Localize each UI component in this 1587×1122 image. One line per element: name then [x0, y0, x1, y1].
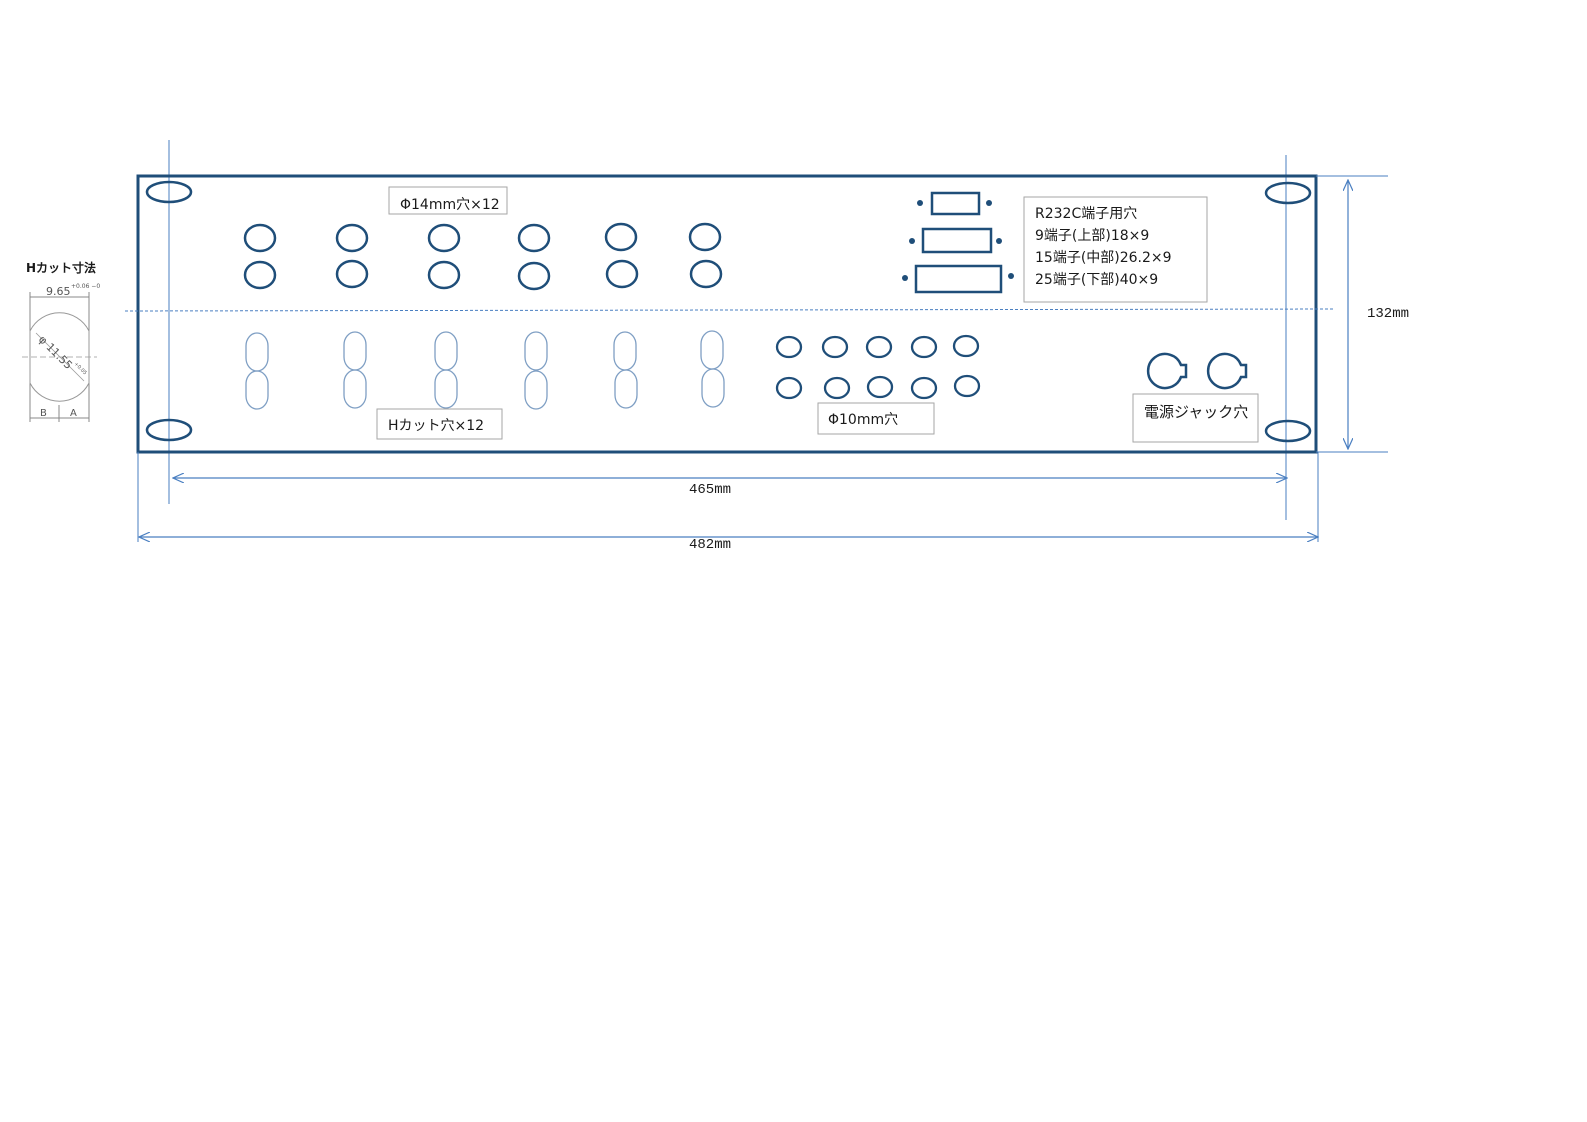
label-hcut: Hカット穴×12 — [376, 408, 503, 440]
phi14-hole — [243, 260, 277, 290]
phi14-hole — [517, 261, 551, 291]
phi14-hole — [427, 260, 461, 290]
label-rs232-line1: R232C端子用穴 — [1035, 206, 1137, 222]
height-dim-text: 132mm — [1367, 306, 1409, 322]
inset-width-dim: 9.65 — [46, 285, 71, 298]
label-hcut-box — [376, 408, 503, 440]
mount-slot-bottom-left — [145, 418, 193, 442]
hcut-hole — [434, 369, 458, 409]
label-rs232-box — [1023, 196, 1208, 303]
inset-diameter-dim: φ 11.55 — [36, 333, 75, 372]
db15-screw-hole — [996, 238, 1002, 244]
rs232-cutouts — [902, 191, 1014, 294]
phi10-hole — [821, 335, 849, 359]
phi14-hole — [517, 223, 551, 253]
label-phi10-text: Φ10mm穴 — [828, 412, 898, 428]
hcut-hole — [434, 331, 458, 371]
hcut-hole-group — [245, 330, 725, 410]
phi14-hole-group — [243, 222, 723, 291]
label-rs232-line3: 15端子(中部)26.2×9 — [1035, 250, 1172, 266]
outer-width-dimension: 482mm — [137, 452, 1318, 553]
db25-cutout — [914, 264, 1003, 294]
mount-slot-top-right — [1264, 181, 1312, 205]
label-hcut-text: Hカット穴×12 — [388, 418, 484, 434]
db25-screw-hole — [1008, 273, 1014, 279]
phi10-hole-group — [775, 334, 981, 400]
db9-screw-hole — [917, 200, 923, 206]
hcut-hole — [343, 331, 367, 371]
phi10-hole — [866, 375, 894, 399]
hcut-hole — [614, 369, 638, 409]
inset-label-b: B — [40, 408, 47, 419]
height-dimension: 132mm — [1316, 175, 1409, 453]
phi10-hole — [952, 334, 980, 358]
label-phi10: Φ10mm穴 — [817, 402, 935, 435]
hcut-hole — [701, 368, 725, 408]
label-phi10-box — [817, 402, 935, 435]
hcut-hole — [524, 331, 548, 371]
inset-diameter-tol: +0.05 — [73, 361, 88, 376]
inset-width-tol: +0.06 −0 — [71, 283, 100, 290]
db15-screw-hole — [909, 238, 915, 244]
hcut-hole — [613, 331, 637, 371]
label-rs232: R232C端子用穴 9端子(上部)18×9 15端子(中部)26.2×9 25端… — [1023, 196, 1208, 303]
phi14-hole — [335, 259, 369, 289]
phi14-hole — [335, 223, 369, 253]
phi14-hole — [605, 259, 639, 289]
mount-slot-bottom-right — [1264, 419, 1312, 443]
label-phi14-text: Φ14mm穴×12 — [400, 197, 500, 213]
inner-width-dimension: 465mm — [173, 478, 1287, 498]
hcut-hole — [343, 369, 367, 409]
label-power-jack-box — [1132, 393, 1259, 443]
phi14-hole — [604, 222, 638, 252]
label-rs232-line2: 9端子(上部)18×9 — [1035, 228, 1149, 244]
db25-screw-hole — [902, 275, 908, 281]
inset-label-a: A — [70, 408, 77, 419]
label-power-jack-text: 電源ジャック穴 — [1144, 403, 1248, 421]
inner-width-dim-text: 465mm — [689, 482, 731, 498]
hcut-hole — [245, 370, 269, 410]
phi10-hole — [910, 335, 938, 359]
db9-screw-hole — [986, 200, 992, 206]
mount-slot-top-left — [145, 180, 193, 204]
power-jack-holes — [1146, 352, 1248, 390]
hcut-hole — [524, 370, 548, 410]
label-phi14: Φ14mm穴×12 — [388, 186, 508, 215]
phi14-hole — [688, 222, 722, 252]
hcut-hole — [245, 332, 269, 372]
phi14-hole — [689, 259, 723, 289]
rack-panel — [136, 174, 1318, 454]
phi10-hole — [953, 374, 981, 398]
phi14-hole — [427, 223, 461, 253]
label-rs232-line4: 25端子(下部)40×9 — [1035, 272, 1158, 288]
phi10-hole — [775, 376, 803, 400]
db15-cutout — [921, 227, 993, 254]
outer-width-dim-text: 482mm — [689, 537, 731, 553]
phi10-hole — [910, 376, 938, 400]
label-power-jack: 電源ジャック穴 — [1132, 393, 1259, 443]
db9-cutout — [930, 191, 981, 216]
power-jack-hole — [1206, 352, 1248, 390]
label-phi14-box — [388, 186, 508, 215]
inset-hcut-shape — [29, 312, 90, 402]
hcut-inset: Hカット寸法 9.65 +0.06 −0 φ 11.55 +0.05 B A — [22, 260, 100, 422]
panel-centerline — [124, 308, 1335, 312]
mounting-slots — [145, 180, 1312, 443]
inset-diameter-line — [35, 332, 85, 382]
power-jack-hole — [1146, 352, 1188, 390]
phi10-hole — [865, 335, 893, 359]
hcut-hole — [700, 330, 724, 370]
phi14-hole — [243, 223, 277, 253]
phi10-hole — [775, 335, 803, 359]
inset-title: Hカット寸法 — [26, 260, 96, 275]
phi10-hole — [823, 376, 851, 400]
